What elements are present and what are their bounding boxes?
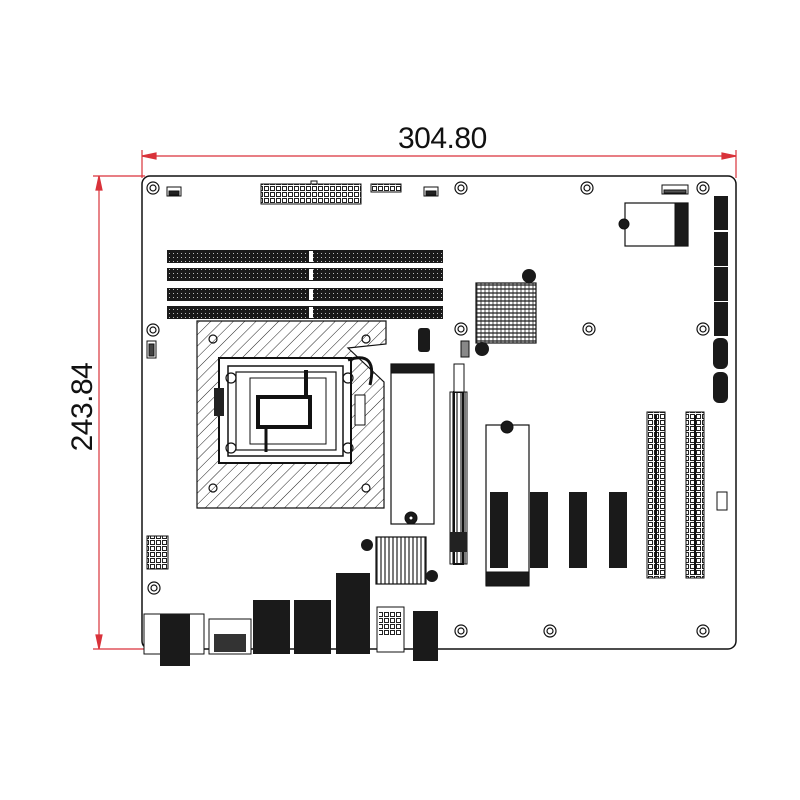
board-outline [141,175,737,650]
pcie-x1-slots [490,492,627,568]
dimm-slots [167,250,443,319]
m2-slot-2 [618,202,689,247]
pcie-x16-slot [449,340,470,565]
pci-slots [646,411,705,579]
width-dimension-label: 304.80 [398,122,487,155]
chipset-heatsink [475,269,537,356]
small-header [716,491,728,511]
aux-power-connector [146,535,169,570]
fan-header [418,328,430,352]
mounting-holes [146,181,710,638]
m2-slot-1 [390,363,435,525]
vrm-heatsink [361,536,438,585]
dimension-lines [93,150,737,650]
sata-ports [713,196,728,403]
cpu-socket [196,320,387,509]
top-connectors [146,180,689,359]
rear-io [143,573,438,666]
